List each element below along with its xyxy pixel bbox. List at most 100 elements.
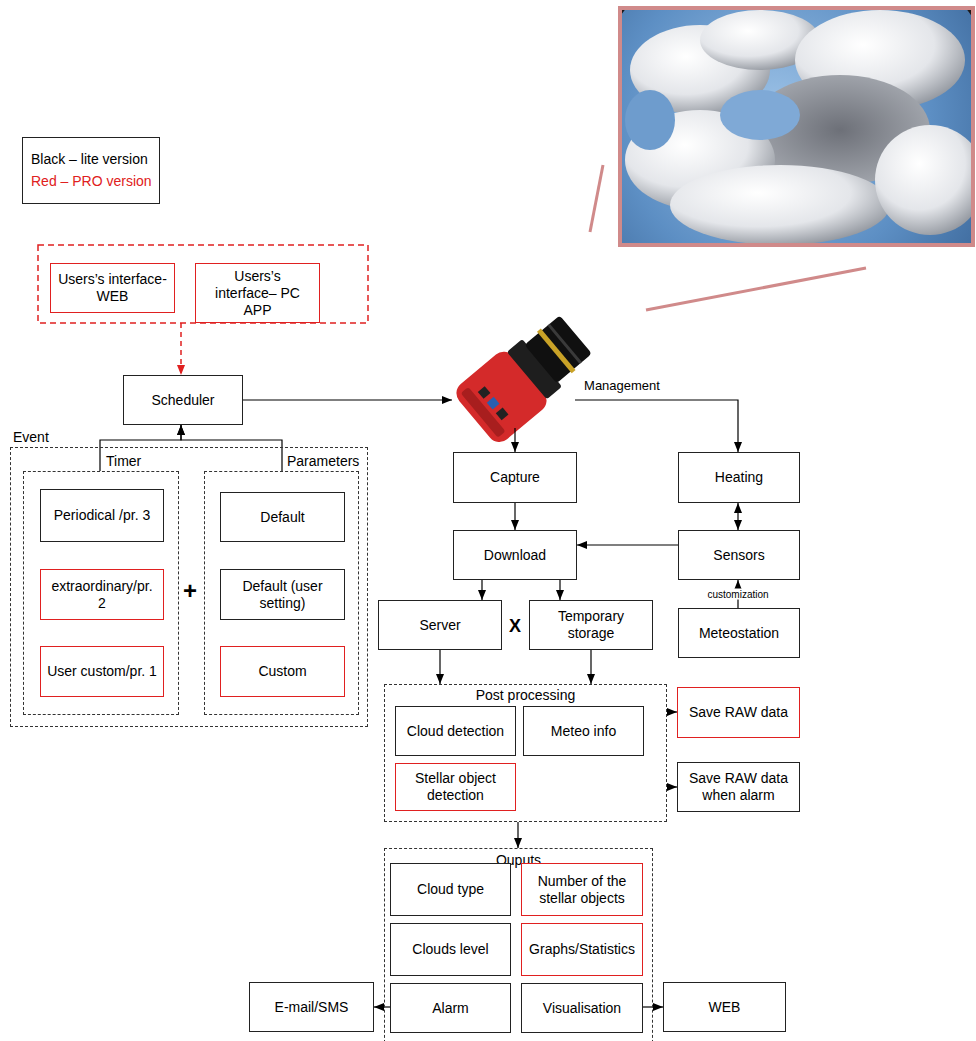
camera-lens: [524, 315, 591, 383]
box-label: Cloud type: [417, 881, 484, 898]
operator-symbol: +: [183, 577, 197, 605]
sky-gap: [720, 90, 800, 140]
box-label: Meteo info: [551, 723, 616, 740]
cloud: [875, 125, 973, 235]
legend-entry: Black – lite version: [31, 148, 153, 170]
box-label: Graphs/Statistics: [529, 941, 635, 958]
photo-frame: [620, 8, 973, 245]
process-box: Visualisation: [521, 983, 643, 1033]
flow-arrow: [667, 786, 677, 787]
capture-arrow: [514, 428, 515, 452]
process-box: Capture: [453, 452, 577, 503]
leader-line: [590, 165, 603, 232]
box-label: Stellar object detection: [402, 770, 509, 804]
pro-process-box: Users’s interface- WEB: [50, 263, 175, 313]
flow-arrow: [590, 650, 591, 684]
flow-arrow: [514, 503, 515, 530]
process-box: Alarm: [390, 983, 511, 1033]
box-label: User custom/pr. 1: [47, 663, 157, 680]
connector-note: Management: [584, 378, 660, 393]
process-box: Default: [220, 492, 345, 542]
box-label: Save RAW data when alarm: [684, 770, 793, 804]
box-label: Download: [484, 547, 546, 564]
box-label: Number of the stellar objects: [528, 873, 636, 907]
pro-process-box: Number of the stellar objects: [521, 863, 643, 916]
management-arrow: [575, 400, 738, 452]
cloud: [670, 165, 890, 245]
process-box: Cloud type: [390, 863, 511, 916]
control-arrow: [243, 399, 452, 400]
box-label: Sensors: [713, 547, 764, 564]
camera-port: [478, 386, 491, 399]
lens-ring: [547, 324, 581, 364]
group-frame: Post processingCloud detection Meteo info…: [384, 684, 667, 822]
box-label: Server: [419, 617, 460, 634]
process-box: Cloud detection: [395, 706, 516, 756]
box-label: Default: [260, 509, 304, 526]
box-label: Custom: [258, 663, 306, 680]
pro-process-box: Stellar object detection: [395, 763, 516, 811]
process-box: Download: [453, 530, 577, 580]
flow-arrow: [737, 503, 738, 530]
process-box: Meteo info: [523, 706, 644, 756]
box-label: Meteostation: [699, 625, 779, 642]
group-title: Event: [13, 429, 49, 445]
group-title: Timer: [106, 453, 141, 469]
edge-label: customization: [705, 589, 770, 600]
sky-photo: [620, 8, 973, 245]
box-label: Periodical /pr. 3: [54, 507, 151, 524]
camera-port: [487, 397, 500, 410]
flow-arrow: [577, 544, 678, 545]
box-label: E-mail/SMS: [275, 999, 349, 1016]
flow-arrow: [667, 711, 677, 712]
box-label: WEB: [709, 999, 741, 1016]
pro-interface-group: [38, 245, 368, 323]
camera-illustration: [452, 307, 599, 447]
process-box: WEB: [663, 982, 786, 1032]
leader-line: [646, 268, 866, 310]
process-box: Temporary storage: [529, 600, 653, 650]
process-box: Meteostation: [678, 608, 800, 658]
group-frame: TimerPeriodical /pr. 3extraordinary/pr. …: [23, 471, 179, 715]
pro-process-box: extraordinary/pr. 2: [40, 569, 164, 620]
process-box: Clouds level: [390, 923, 511, 976]
operator-symbol: X: [509, 616, 521, 637]
box-label: Default (user setting): [227, 578, 338, 612]
box-label: extraordinary/pr. 2: [47, 578, 157, 612]
pro-process-box: Users’s interface– PC APP: [195, 263, 320, 323]
flow-arrow: [374, 1006, 390, 1007]
sky-gap: [625, 90, 675, 150]
flow-arrow: [100, 425, 181, 471]
process-box: Periodical /pr. 3: [40, 489, 164, 542]
group-title: Parameters: [287, 453, 359, 469]
flow-arrow: [559, 580, 560, 600]
box-label: Users’s interface– PC APP: [202, 268, 313, 318]
flow-arrow: [181, 425, 282, 471]
box-label: Users’s interface- WEB: [57, 271, 168, 305]
box-label: Temporary storage: [536, 608, 646, 642]
legend-box: Black – lite versionRed – PRO version: [22, 137, 160, 204]
box-label: Capture: [490, 469, 540, 486]
process-box: Heating: [678, 452, 800, 503]
process-box: Sensors: [678, 530, 800, 580]
process-box: Default (user setting): [220, 569, 345, 620]
legend-text: Black – lite version: [31, 151, 148, 167]
process-box: Scheduler: [123, 375, 243, 425]
pro-process-box: Custom: [220, 646, 345, 697]
box-label: Clouds level: [412, 941, 488, 958]
pro-process-box: User custom/pr. 1: [40, 646, 164, 697]
box-label: Heating: [715, 469, 763, 486]
process-box: E-mail/SMS: [249, 982, 374, 1032]
pro-process-box: Save RAW data: [677, 687, 800, 738]
legend-text: Red – PRO version: [31, 173, 152, 189]
process-box: Server: [378, 600, 502, 650]
process-box: Save RAW data when alarm: [677, 762, 800, 812]
flow-arrow: [517, 822, 518, 848]
box-label: Visualisation: [543, 1000, 621, 1017]
flow-arrow: [439, 650, 440, 684]
dashed-arrow: [180, 323, 182, 375]
legend-entry: Red – PRO version: [31, 170, 153, 192]
box-label: Scheduler: [151, 392, 214, 409]
group-title: Post processing: [385, 687, 666, 703]
